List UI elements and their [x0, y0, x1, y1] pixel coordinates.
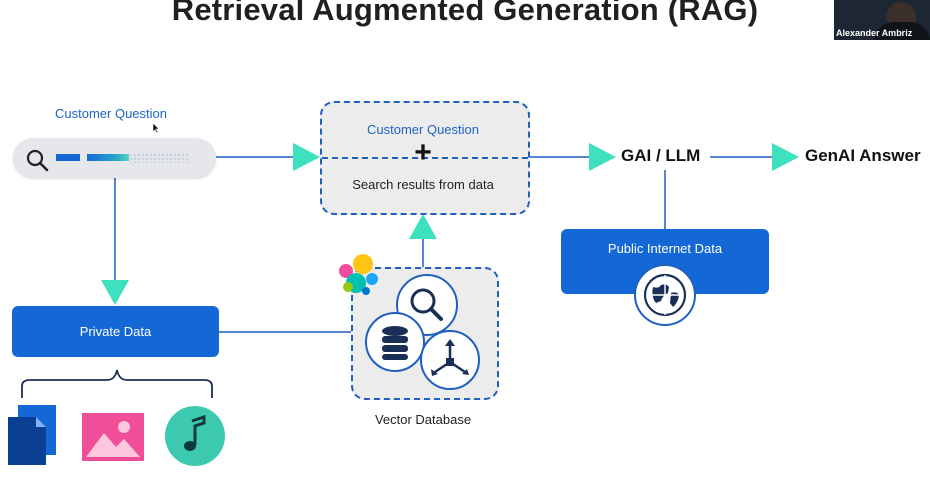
arrow-head-icon: [101, 280, 129, 305]
arrow-head-icon: [293, 143, 320, 171]
genai-answer-label: GenAI Answer: [805, 146, 921, 165]
plus-icon: +: [414, 136, 432, 169]
search-bar[interactable]: [13, 138, 216, 178]
arrow-head-icon: [589, 143, 616, 171]
public-internet-data-label: Public Internet Data: [607, 241, 723, 256]
query-text-placeholder: [87, 154, 129, 161]
combined-prompt-box: [320, 101, 530, 215]
globe-icon: [634, 264, 696, 326]
mouse-cursor-icon: [152, 122, 160, 134]
search-results-label: Search results from data: [352, 177, 494, 192]
participant-name: Alexander Ambriz: [836, 28, 913, 38]
combined-customer-question-label: Customer Question: [367, 122, 479, 137]
documents-icon: [8, 405, 56, 465]
arrow-head-icon: [409, 214, 437, 239]
brace-icon: [21, 369, 213, 398]
webcam-thumbnail[interactable]: Alexander Ambriz: [834, 0, 930, 40]
query-text-placeholder: [56, 154, 80, 161]
search-icon: [26, 149, 49, 172]
arrow-head-icon: [772, 143, 799, 171]
vector-database-label: Vector Database: [374, 412, 472, 427]
customer-question-label: Customer Question: [55, 106, 167, 121]
private-data-box: [12, 306, 219, 357]
elastic-logo-icon: [339, 254, 378, 295]
private-data-label: Private Data: [79, 324, 152, 339]
music-icon: [165, 406, 225, 466]
page-title: Retrieval Augmented Generation (RAG): [171, 0, 759, 27]
vector-axes-icon: [420, 330, 480, 390]
image-icon: [82, 413, 144, 461]
llm-label: GAI / LLM: [621, 146, 701, 165]
database-icon: [365, 312, 425, 372]
